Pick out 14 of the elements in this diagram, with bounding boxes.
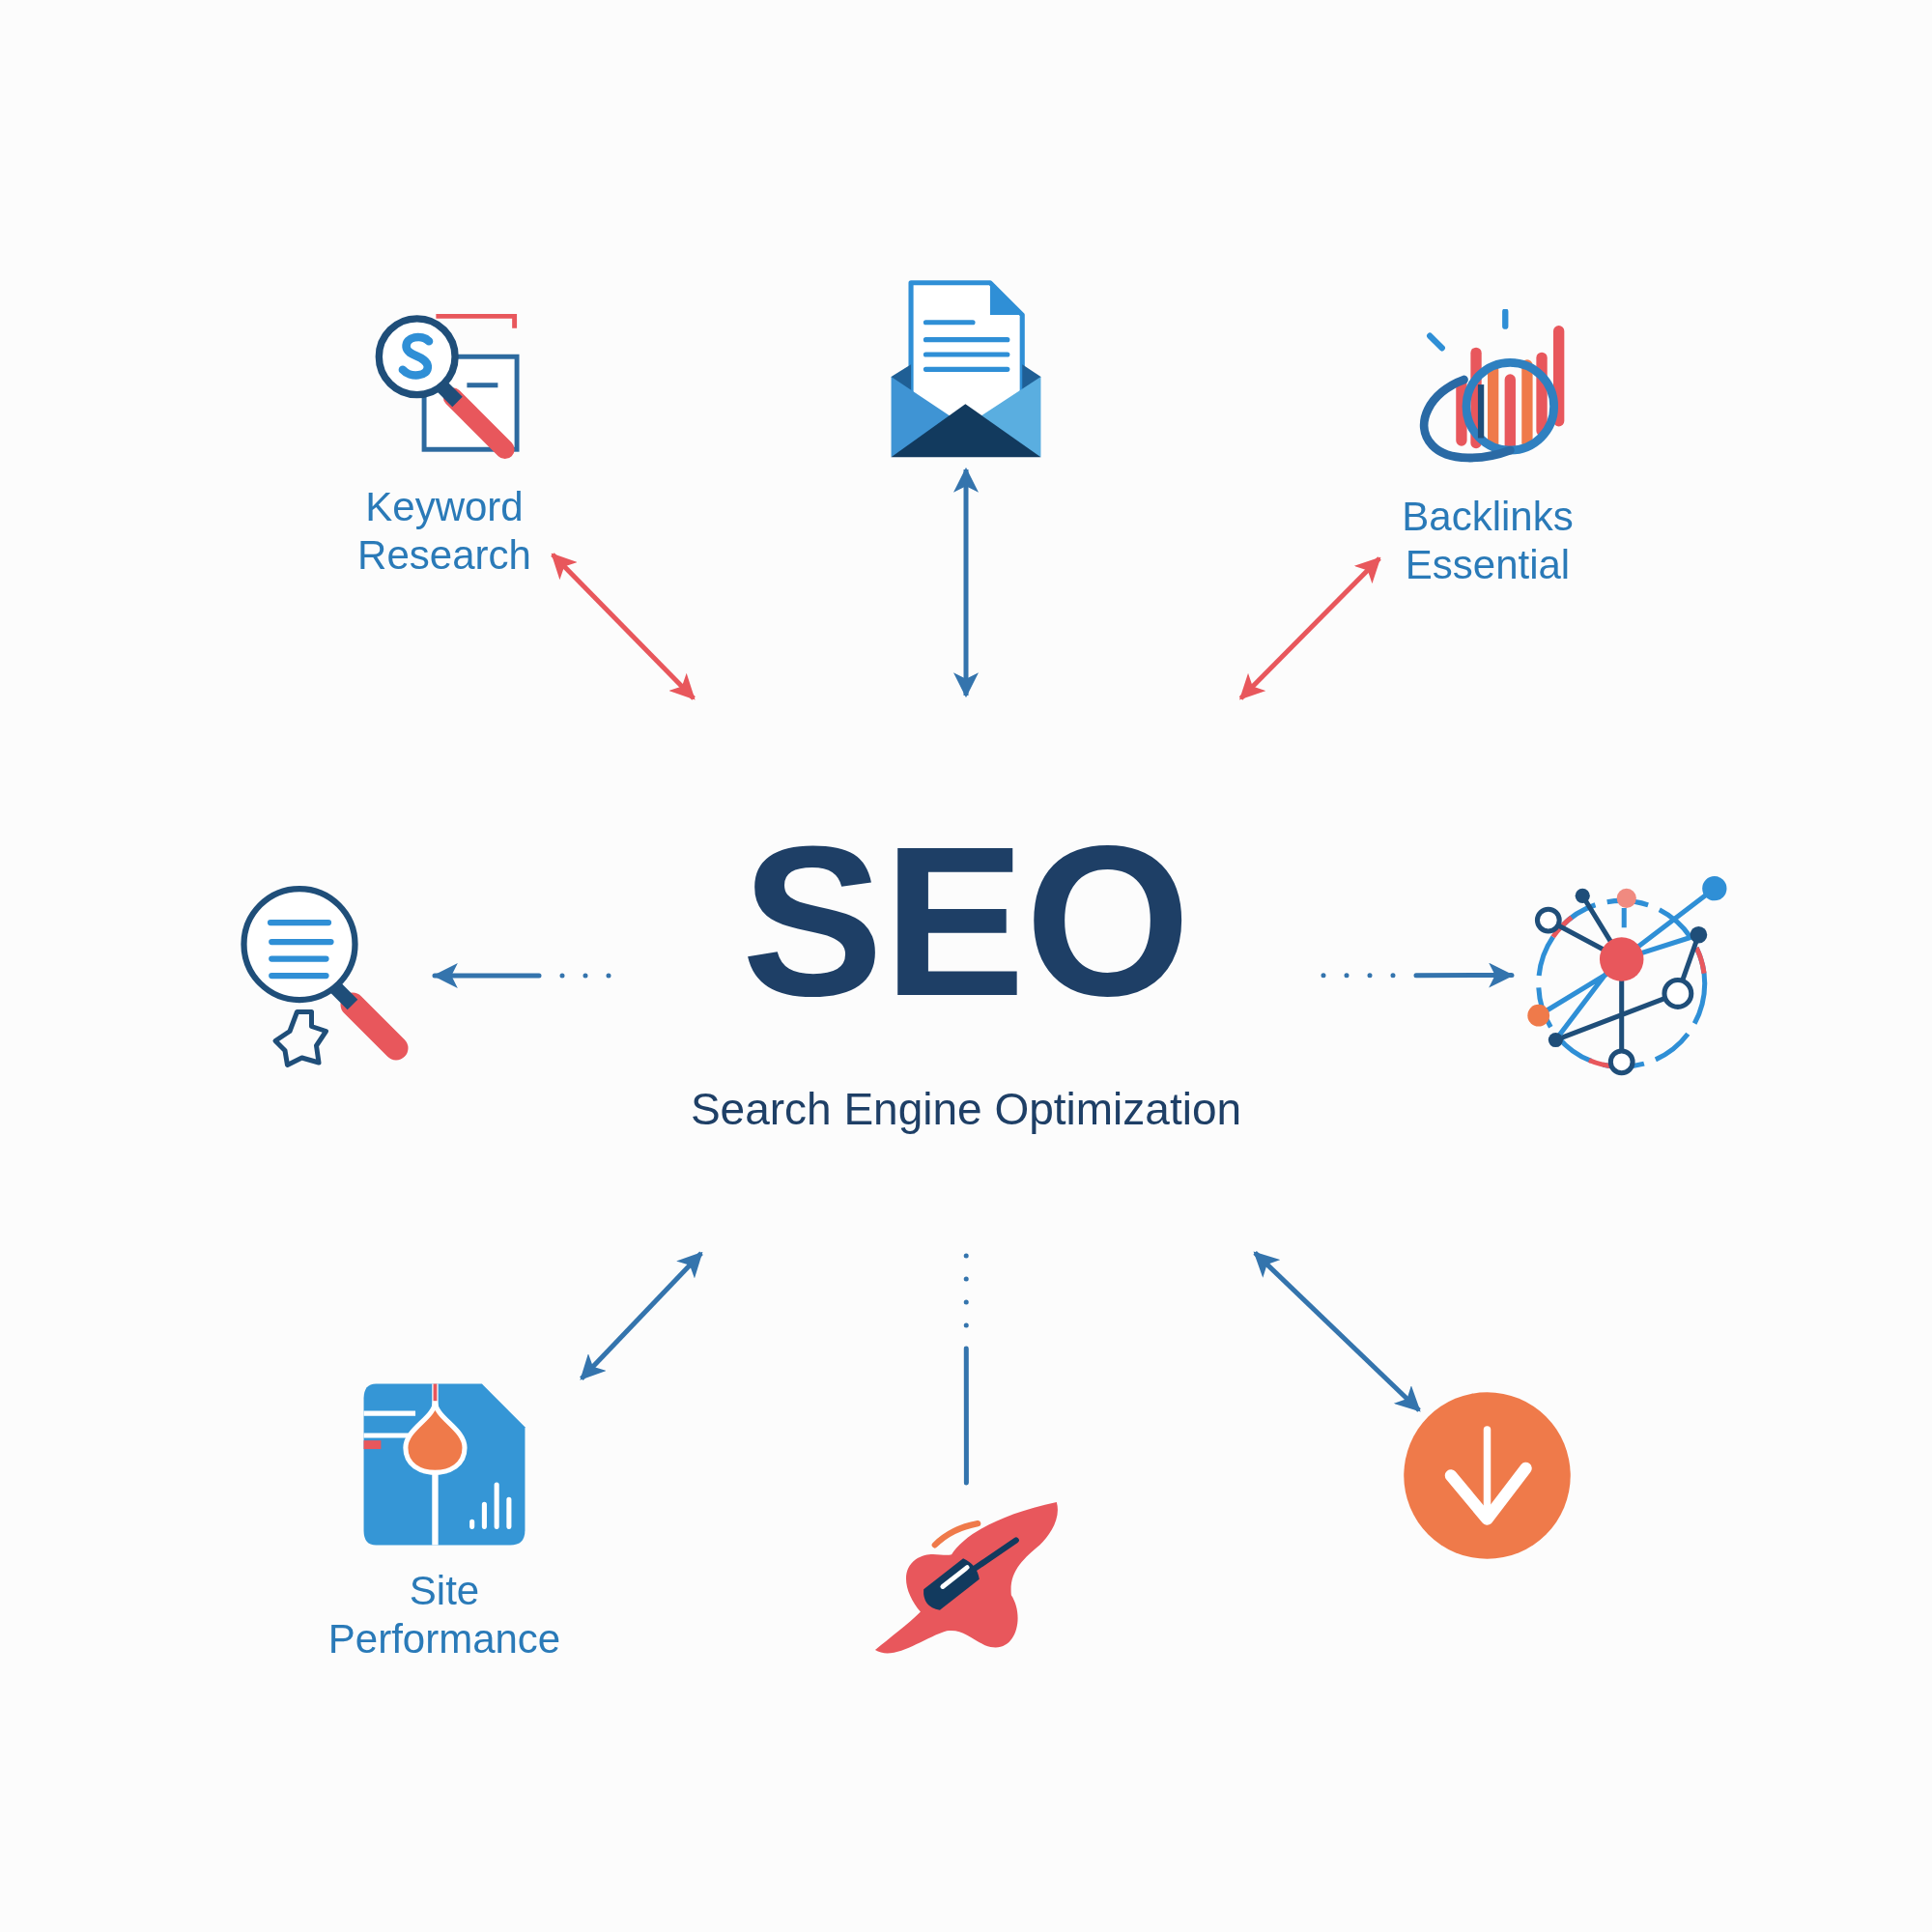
- node-label: Keyword Research: [356, 483, 532, 580]
- node-title: SEO: [741, 815, 1191, 1028]
- node-label: Backlinks Essential: [1401, 493, 1575, 589]
- double-headed-arrow: [1238, 556, 1381, 700]
- double-headed-arrow: [953, 467, 979, 698]
- double-headed-arrow: [580, 1251, 703, 1381]
- double-headed-arrow: [1253, 1251, 1421, 1412]
- node-label: Site Performance: [327, 1567, 562, 1663]
- node-subtitle: Search Engine Optimization: [690, 1083, 1242, 1136]
- dotted-connector-line: [963, 1253, 969, 1486]
- envelope-document-icon: [889, 280, 1043, 460]
- dotted-arrow: [1321, 962, 1515, 988]
- dotted-arrow: [432, 963, 611, 988]
- double-headed-arrow: [551, 553, 696, 700]
